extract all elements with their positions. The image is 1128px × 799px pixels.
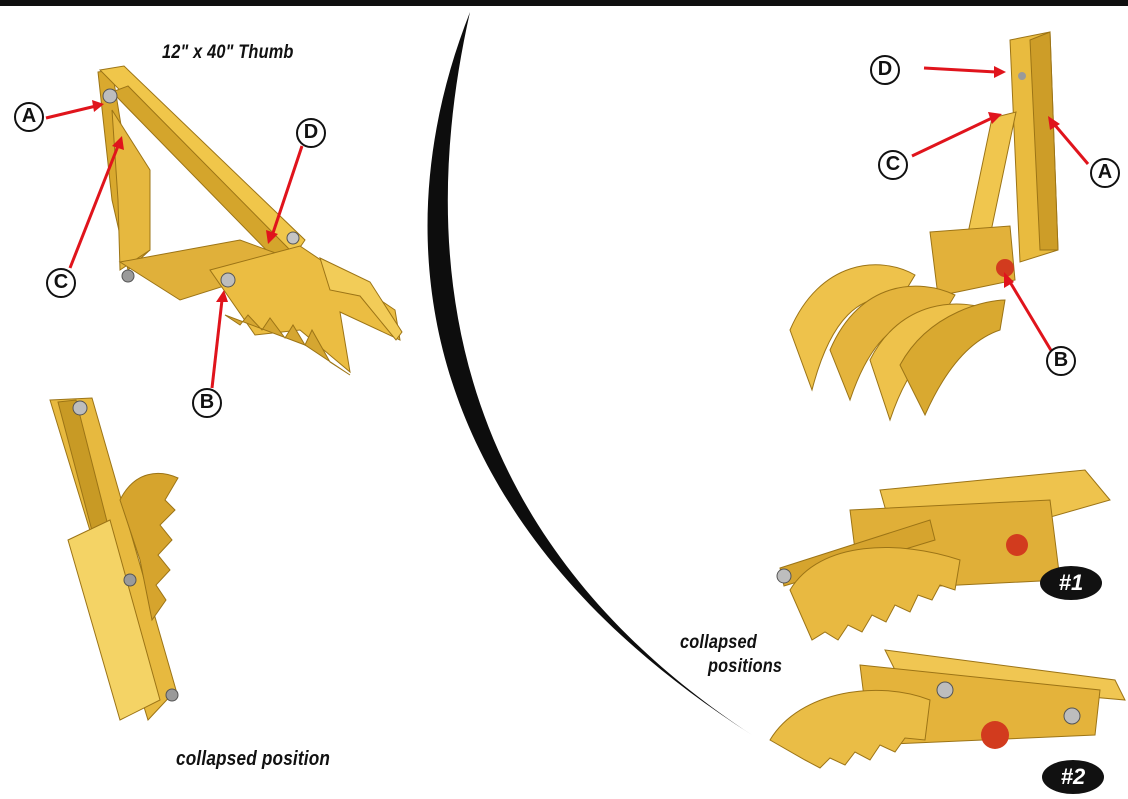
thumb-extended-left [98,66,402,375]
callout-d-left: D [296,118,326,148]
callout-d-right: D [870,55,900,85]
arrow-c-left [70,146,118,268]
arrow-a-right [1054,124,1088,164]
rpm-logo-dot-2 [1006,534,1028,556]
callout-b-left: B [192,388,222,418]
thumb-size-label: 12" x 40" Thumb [162,42,294,64]
badge-number-2: #2 [1042,760,1104,794]
arrow-b-right [1010,282,1052,352]
callout-a-left: A [14,102,44,132]
callout-b-right: B [1046,346,1076,376]
callout-c-left: C [46,268,76,298]
thumb-collapsed-left [50,398,178,720]
arrow-b-left [212,300,222,388]
callout-c-right: C [878,150,908,180]
arrow-a-left [46,106,96,118]
collapsed-position-label: collapsed position [176,748,330,771]
collapsed-positions-label-line2: positions [708,656,782,678]
thumb-collapsed-2 [770,650,1125,768]
collapsed-positions-label-line1: collapsed [680,632,757,654]
arrow-c-right [912,118,992,156]
thumb-collapsed-1 [777,470,1110,640]
callout-a-right: A [1090,158,1120,188]
thumb-extended-right [790,32,1058,420]
badge-number-1: #1 [1040,566,1102,600]
arrow-d-right [924,68,996,72]
rpm-logo-dot-3 [981,721,1009,749]
divider-crescent [428,12,752,735]
